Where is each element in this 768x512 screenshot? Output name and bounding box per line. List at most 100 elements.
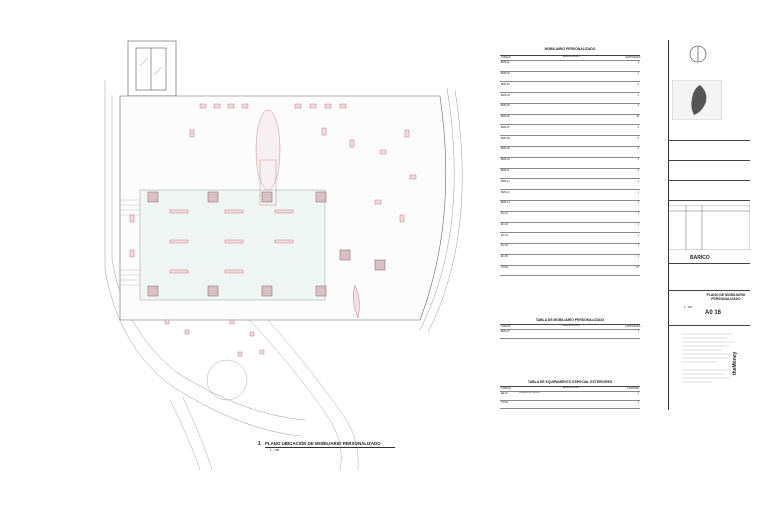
table-row: TOTAL 1 [500, 401, 640, 410]
table-row: BMS-01 4 [500, 61, 640, 72]
cell-code: BMS-15 [501, 330, 510, 334]
brand-logo: theMoney [732, 351, 738, 375]
cell-code: EC-02 [501, 222, 508, 226]
cell-desc [518, 158, 624, 168]
cell-qty: 4 [637, 61, 639, 65]
notes-text-block [682, 333, 734, 383]
tb-divider [668, 325, 750, 326]
col-desc-header: DESCRIPCIÓN [562, 386, 580, 390]
col-qty-header: CANTIDADES [625, 325, 641, 329]
cell-desc [518, 125, 624, 135]
table-row: BMS-11 3 [500, 169, 640, 180]
tb-divider [668, 200, 750, 201]
table-mobiliario-title: MOBILIARIO PERSONALIZADO [544, 47, 596, 51]
drawing-number: 1 [258, 441, 261, 447]
table-row: EC-01 1 [500, 212, 640, 223]
cell-desc [518, 61, 624, 71]
cell-qty: 1 [637, 400, 639, 404]
cell-qty: 2 [637, 147, 639, 151]
cell-qty: 1 [637, 71, 639, 75]
cell-qty: 1 [637, 222, 639, 226]
tb-divider [668, 263, 750, 264]
cell-desc [518, 223, 624, 233]
cell-code: EE-01 [501, 392, 508, 396]
cell-code: BMS-07 [501, 125, 510, 129]
cell-code: BMS-09 [501, 147, 510, 151]
table-row: BMS-13 1 [500, 190, 640, 201]
cell-desc [518, 72, 624, 82]
cell-code: EC-01 [501, 212, 508, 216]
tb-divider [668, 140, 750, 141]
cell-qty: 1 [637, 190, 639, 194]
cell-desc [518, 136, 624, 146]
cell-code: BMS-03 [501, 82, 510, 86]
table-row: BMS-12 1 [500, 179, 640, 191]
cell-qty: 3 [637, 168, 639, 172]
table-equipamiento-title: TABLA DE EQUIPAMIENTO ESPECIAL EXTERIORE… [527, 380, 613, 384]
cell-qty: 6 [637, 136, 639, 140]
cell-desc [518, 201, 624, 211]
cell-qty: 57 [636, 266, 639, 270]
cell-qty: 1 [637, 233, 639, 237]
cell-code: BMS-11 [501, 168, 510, 172]
cell-desc: MUEBLE EXTERIOR [519, 392, 540, 395]
table-row: BMS-07 3 [500, 125, 640, 137]
cell-qty: 3 [637, 125, 639, 129]
table-row: EC-04 1 [500, 244, 640, 255]
cell-code: BMS-12 [501, 179, 510, 183]
location-map-icon [672, 80, 722, 120]
tb-divider [668, 160, 750, 161]
cell-code: BMS-13 [501, 190, 510, 194]
project-name: BARICO [690, 255, 710, 261]
col-code-header: CÓDIGO [501, 56, 511, 60]
col-desc-header: DESCRIPCIÓN [562, 55, 580, 59]
cell-desc [518, 401, 624, 409]
cell-qty: 15 [636, 115, 639, 119]
cell-code: BMS-14 [501, 201, 510, 205]
drawing-title: PLANO UBICACIÓN DE MOBILIARIO PERSONALIZ… [265, 441, 381, 446]
cell-code: BMS-01 [501, 61, 510, 65]
cell-desc [518, 147, 624, 157]
cell-desc [518, 244, 624, 254]
cell-desc [518, 82, 624, 92]
cell-qty: 1 [637, 158, 639, 162]
cell-qty: 1 [637, 244, 639, 248]
cell-desc [518, 255, 624, 265]
cell-desc [518, 169, 624, 179]
cell-desc [518, 104, 624, 114]
tb-divider [668, 180, 750, 181]
sheet-title: PLANO DE MOBILIARIO PERSONALIZADO [706, 293, 746, 301]
table-mobiliario-2-title: TABLA DE MOBILIARIO PERSONALIZADO [535, 318, 605, 322]
col-qty-header: CANTIDAD [626, 387, 639, 391]
cell-desc [518, 190, 624, 200]
cell-code: EC-04 [501, 244, 508, 248]
cell-qty: 1 [637, 392, 639, 396]
cell-qty: 2 [637, 82, 639, 86]
table-row: BMS-09 2 [500, 147, 640, 158]
cell-code: EC-05 [501, 255, 508, 259]
table-row: BMS-14 1 [500, 201, 640, 212]
cell-code: TOTAL [501, 400, 509, 404]
table-row: BMS-03 2 [500, 82, 640, 94]
table-header-row: CÓDIGO DESCRIPCIÓN CANTIDAD [500, 387, 640, 392]
revision-grid [668, 205, 750, 250]
cell-code: BMS-05 [501, 104, 510, 108]
cell-code: BMS-04 [501, 93, 510, 97]
cell-desc [518, 212, 624, 222]
cell-qty: 1 [637, 201, 639, 205]
sheet-scale: 1 : 100 [684, 306, 692, 309]
table-header-row: CÓDIGO DESCRIPCIÓN CANTIDADES [500, 325, 640, 330]
col-code-header: CÓDIGO [501, 325, 511, 329]
cell-desc [518, 179, 624, 189]
